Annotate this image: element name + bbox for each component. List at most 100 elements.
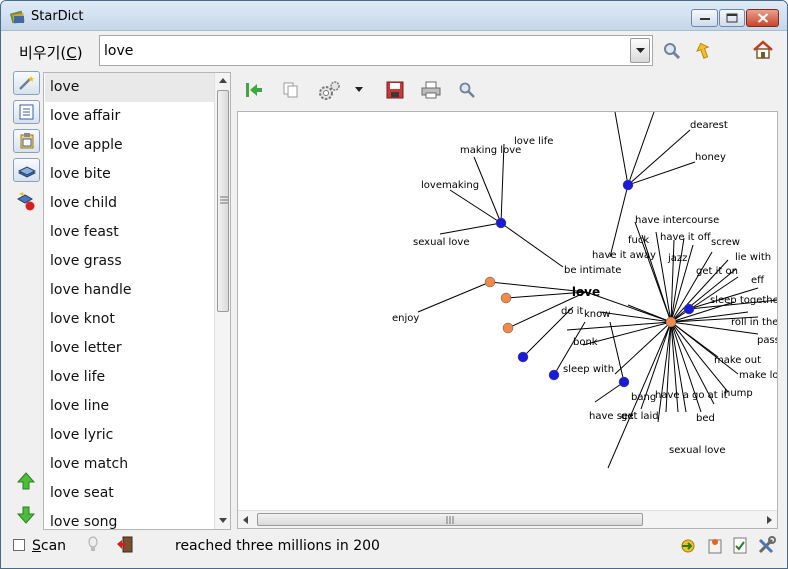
query-mode-button[interactable] [13,71,40,95]
graph-word-label[interactable]: get laid [621,411,659,422]
graph-hub-node[interactable] [665,316,677,328]
dictionary-settings-icon[interactable] [732,536,748,554]
graph-synset-node[interactable] [683,303,695,315]
graph-word-label[interactable]: have intercourse [635,215,719,226]
word-list-item[interactable]: love life [50,369,106,385]
word-list-item[interactable]: love feast [50,224,119,240]
history-dropdown-button[interactable] [630,38,650,63]
word-list-item[interactable]: love child [50,195,118,211]
word-list-item[interactable]: love grass [50,253,122,269]
graph-word-label[interactable]: know [584,309,610,320]
scroll-up-icon[interactable] [219,78,227,83]
home-icon[interactable] [752,39,774,61]
word-list-item[interactable]: love line [50,398,110,414]
clipboard-button[interactable] [13,129,40,153]
graph-synset-node[interactable] [495,217,507,229]
graph-verb-node[interactable] [502,322,514,334]
graph-word-label[interactable]: sleep with [563,364,614,375]
maximize-button[interactable] [719,9,745,27]
graph-synset-node[interactable] [517,351,529,363]
graph-word-label[interactable]: make out [714,355,761,366]
graph-word-label[interactable]: honey [695,152,726,163]
graph-verb-node[interactable] [484,276,496,288]
find-icon[interactable] [458,81,476,99]
graph-word-label[interactable]: have sex [589,411,634,422]
graph-synset-node[interactable] [622,179,634,191]
graph-word-label[interactable]: screw [711,237,740,248]
scroll-left-icon[interactable] [243,516,248,524]
exit-door-icon[interactable] [116,536,134,554]
go-first-icon[interactable] [245,81,263,99]
dictionary-manage-icon[interactable] [16,190,38,212]
word-list-item[interactable]: love affair [50,108,121,124]
graph-synset-node[interactable] [618,376,630,388]
full-text-button[interactable] [13,100,40,124]
graph-word-label[interactable]: dearest [690,120,728,131]
graph-word-label[interactable]: eff [751,275,765,286]
word-list-item[interactable]: love letter [50,340,122,356]
close-button[interactable] [746,9,779,27]
word-list-item[interactable]: love bite [50,166,111,182]
graph-word-label[interactable]: fuck [628,235,649,246]
word-list-item[interactable]: love song [50,514,118,530]
graph-word-label[interactable]: have it away [592,250,656,261]
graph-word-label[interactable]: bed [696,413,715,424]
save-icon[interactable] [386,81,404,99]
graph-synset-node[interactable] [548,369,560,381]
clear-label[interactable]: 비우기(C) [19,42,83,63]
graph-word-label[interactable]: roll in the [731,317,777,328]
word-list-item[interactable]: love seat [50,485,114,501]
graph-word-label[interactable]: lovemaking [421,180,479,191]
graph-word-label[interactable]: have it off [660,232,712,243]
search-input[interactable] [104,40,624,62]
scroll-right-icon[interactable] [767,516,772,524]
graph-center-word[interactable]: love [572,285,600,299]
graph-word-label[interactable]: make lo [739,370,777,381]
graph-word-label[interactable]: making love [460,145,521,156]
arrow-up-icon[interactable] [17,472,35,490]
dictionary-list-button[interactable] [13,158,40,182]
copy-icon[interactable] [282,81,300,99]
graph-word-label[interactable]: sexual love [669,445,726,456]
graph-word-label[interactable]: bang [631,392,656,403]
graph-word-label[interactable]: be intimate [564,265,621,276]
go-arrow-icon[interactable] [679,538,697,554]
back-arrow-icon[interactable] [694,41,712,61]
graph-word-label[interactable]: bonk [573,337,598,348]
word-list-item[interactable]: love knot [50,311,115,327]
word-list-item[interactable]: love apple [50,137,123,153]
minimize-button[interactable] [691,9,718,27]
print-icon[interactable] [421,81,441,99]
word-list-item[interactable]: love handle [50,282,132,298]
graph-scroll-thumb[interactable] [257,513,643,526]
scroll-down-icon[interactable] [219,518,227,523]
graph-word-label[interactable]: sexual love [413,237,470,248]
word-list-scrollbar[interactable] [214,73,230,529]
graph-word-label[interactable]: pass [757,335,777,346]
word-list-item[interactable]: love match [50,456,129,472]
lightbulb-icon[interactable] [87,536,99,554]
graph-word-label[interactable]: have a go at it [655,390,728,401]
graph-word-label[interactable]: enjoy [392,313,419,324]
settings-dropdown-icon[interactable] [355,87,363,92]
floating-window-icon[interactable] [707,536,723,554]
preferences-tools-icon[interactable] [758,536,776,554]
graph-word-label[interactable]: sleep together [710,295,777,306]
graph-word-label[interactable]: do it [561,306,583,317]
graph-verb-node[interactable] [500,292,512,304]
word-list-scroll-thumb[interactable] [217,90,229,312]
search-icon[interactable] [662,41,682,61]
graph-word-label[interactable]: get it on [696,266,738,277]
graph-horizontal-scrollbar[interactable] [238,510,777,528]
word-list-item[interactable]: love [45,73,214,102]
arrow-down-icon[interactable] [17,506,35,524]
word-list-item[interactable]: love lyric [50,427,114,443]
graph-word-label[interactable]: love life [514,136,553,147]
settings-gear-icon[interactable] [317,80,341,102]
scan-checkbox[interactable] [13,539,25,551]
graph-word-label[interactable]: jazz [667,253,687,264]
graph-word-label[interactable]: lie with [735,252,771,263]
scan-label[interactable]: Scan [32,538,66,554]
